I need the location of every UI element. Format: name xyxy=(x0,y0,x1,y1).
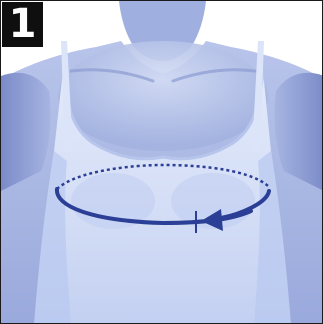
step-number-badge: 1 xyxy=(2,2,43,47)
chest-highlight xyxy=(58,41,268,151)
